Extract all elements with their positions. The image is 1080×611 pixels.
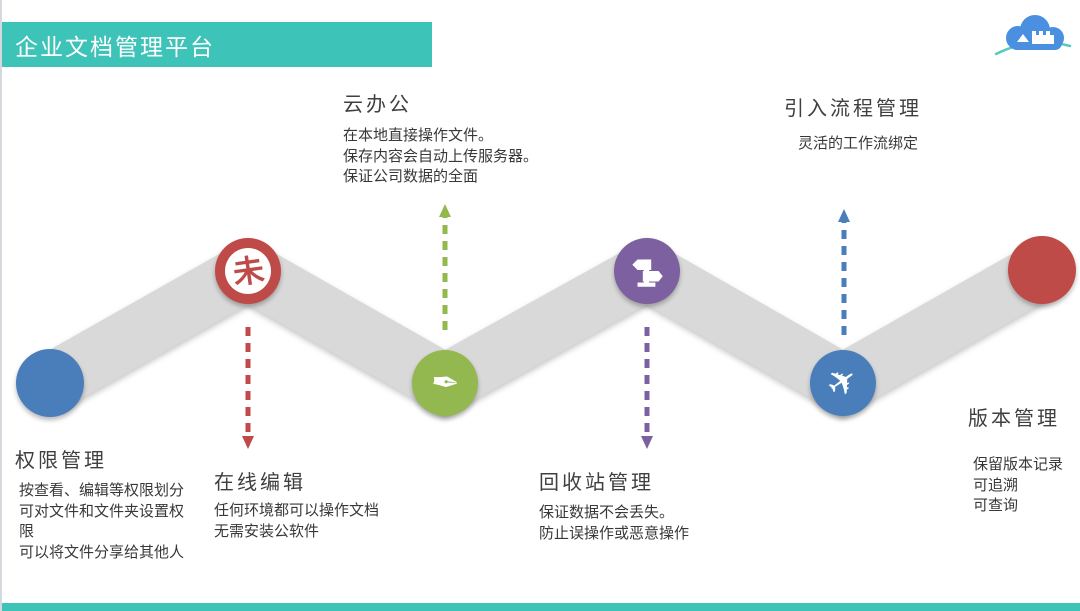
arrow-process bbox=[838, 209, 850, 335]
node-process: ✈ bbox=[810, 350, 876, 416]
feature-title-process: 引入流程管理 bbox=[784, 98, 922, 120]
feature-desc-process: 灵活的工作流绑定 bbox=[798, 136, 919, 152]
page-title: 企业文档管理平台 bbox=[15, 34, 215, 60]
airplane-icon: ✈ bbox=[818, 357, 867, 409]
feature-desc-permission: 按查看、编辑等权限划分 可对文件和文件夹设置权限 可以将文件分享给其他人 bbox=[19, 483, 185, 562]
node-recycle bbox=[614, 238, 680, 304]
arrow-online-edit bbox=[242, 327, 254, 449]
node-cloud-office: ✒ bbox=[412, 350, 478, 416]
feature-title-online-edit: 在线编辑 bbox=[214, 472, 306, 494]
feature-title-recycle: 回收站管理 bbox=[539, 472, 654, 494]
feature-desc-version: 保留版本记录 可追溯 可查询 bbox=[973, 457, 1064, 515]
feature-desc-recycle: 保证数据不会丢失。 防止误操作或恶意操作 bbox=[539, 505, 690, 542]
feature-title-version: 版本管理 bbox=[968, 408, 1060, 430]
seal-badge: 未 bbox=[225, 248, 271, 294]
header-banner: 企业文档管理平台 bbox=[2, 22, 432, 67]
seal-icon: 未 bbox=[230, 251, 266, 291]
feature-desc-cloud-office: 在本地直接操作文件。 保存内容会自动上传服务器。 保证公司数据的全面 bbox=[343, 128, 539, 186]
pen-nib-icon: ✒ bbox=[428, 361, 462, 405]
node-version bbox=[1008, 236, 1076, 304]
node-online-edit: 未 bbox=[215, 238, 281, 304]
arrow-recycle bbox=[641, 327, 653, 449]
zigzag-ribbon bbox=[35, 237, 1057, 417]
bottom-accent-bar bbox=[2, 603, 1080, 611]
feature-title-cloud-office: 云办公 bbox=[343, 94, 412, 116]
feature-desc-online-edit: 任何环境都可以操作文档 无需安装公软件 bbox=[214, 503, 380, 540]
cloud-logo-icon bbox=[994, 15, 1072, 56]
feature-title-permission: 权限管理 bbox=[15, 450, 107, 472]
node-start bbox=[16, 349, 84, 417]
signpost-icon bbox=[632, 259, 663, 287]
arrow-cloud-office bbox=[439, 204, 451, 330]
castle-silhouette bbox=[1017, 31, 1054, 44]
